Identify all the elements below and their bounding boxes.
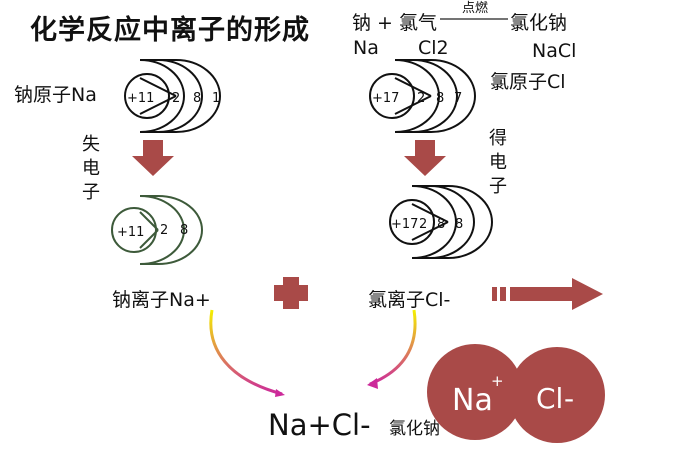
na-atom-shell-2: 8 <box>193 91 201 106</box>
lose-electron-label: 失电子 <box>82 134 100 203</box>
chlorine-atom-structure <box>369 59 476 133</box>
chlorine-ion-structure <box>389 185 493 259</box>
sodium-ion-structure <box>111 195 203 265</box>
na-ion-ball-charge: + <box>491 372 504 390</box>
result-formula: Na+Cl- <box>268 408 371 442</box>
cl-ion-ball <box>509 347 605 443</box>
cl-atom-shell-2: 8 <box>436 91 444 106</box>
gain-electron-label: 得电子 <box>489 128 507 197</box>
curve-arrowhead-right <box>367 378 378 389</box>
cl-ion-shell-1: 2 <box>419 217 427 232</box>
na-atom-shell-1: 2 <box>172 91 180 106</box>
cl-ion-ball-symbol: Cl <box>536 382 563 415</box>
formula-nacl: NaCl <box>532 40 577 62</box>
cl-atom-nucleus: +17 <box>372 91 399 106</box>
na-atom-shell-3: 1 <box>212 91 220 106</box>
chlorine-atom-label: 氯原子Cl <box>490 71 566 93</box>
na-ion-nucleus: +11 <box>117 225 144 240</box>
sodium-atom-label: 钠原子Na <box>14 84 97 106</box>
reaction-condition: 点燃 <box>462 1 489 16</box>
na-ion-ball <box>427 344 523 440</box>
result-name: 氯化钠 <box>389 419 440 439</box>
cl-ion-ball-charge: - <box>564 382 574 415</box>
formula-cl2: Cl2 <box>418 37 449 59</box>
curve-arrow-right <box>369 309 417 386</box>
equation-reactants: 钠 + 氯气 <box>352 12 437 34</box>
down-arrow-right <box>404 140 446 176</box>
equation-product: 氯化钠 <box>510 12 568 34</box>
curve-arrow-left <box>209 309 283 396</box>
chlorine-ion-label: 氯离子Cl- <box>368 289 451 311</box>
cl-atom-shell-1: 2 <box>417 91 425 106</box>
cl-atom-shell-3: 7 <box>454 91 462 106</box>
right-arrow-icon <box>492 278 603 310</box>
na-ion-shell-1: 2 <box>160 223 168 238</box>
na-atom-nucleus: +11 <box>127 91 154 106</box>
sodium-ion-label: 钠离子Na+ <box>112 289 211 311</box>
na-ion-shell-2: 8 <box>180 223 188 238</box>
na-ion-ball-symbol: Na <box>452 383 493 418</box>
cl-ion-shell-3: 8 <box>455 217 463 232</box>
curve-arrowhead-left <box>275 389 285 397</box>
cl-ion-nucleus: +17 <box>391 217 418 232</box>
cl-ion-shell-2: 8 <box>437 217 445 232</box>
sodium-atom-structure <box>124 59 221 133</box>
page-title: 化学反应中离子的形成 <box>30 15 310 46</box>
formula-na: Na <box>353 37 379 59</box>
down-arrow-left <box>132 140 174 176</box>
plus-icon <box>274 277 308 309</box>
